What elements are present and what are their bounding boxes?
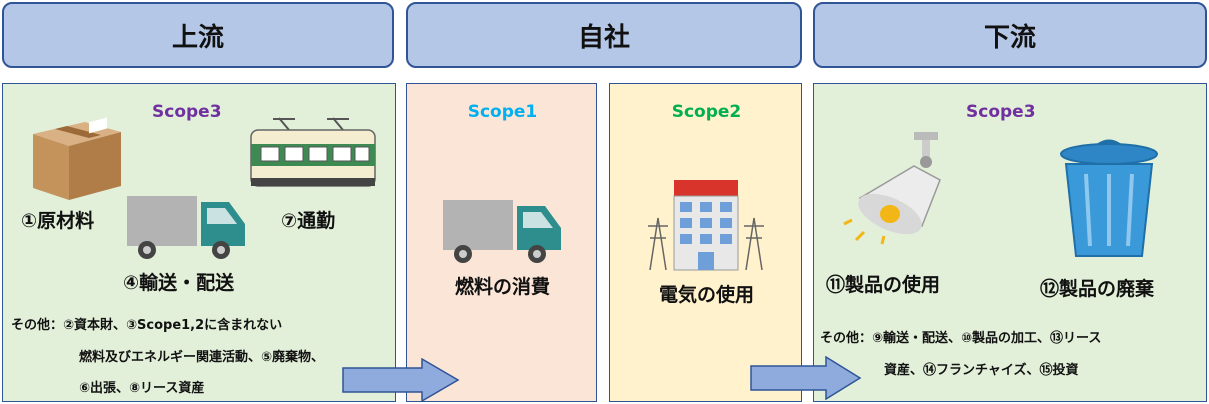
trash-can-icon [1060,139,1158,257]
downstream-other-line-2: 資産、⑭フランチャイズ、⑮投資 [884,363,1079,378]
header-upstream-label: 上流 [171,22,224,53]
flow-arrow-company-to-downstream [750,356,862,400]
product-use-label: ⑪製品の使用 [826,274,941,296]
scope2-label: Scope2 [671,102,742,122]
flow-arrow-upstream-to-company [342,358,460,402]
downstream-other-line-1: その他：⑨輸送・配送、⑩製品の加工、⑬リース [820,331,1102,346]
header-company: 自社 [406,2,802,68]
commuting-label: ⑦通勤 [281,210,336,232]
header-upstream: 上流 [2,2,394,68]
truck-icon [443,200,561,263]
downstream-scope-label: Scope3 [966,102,1036,122]
header-company-label: 自社 [577,22,630,53]
upstream-panel: Scope3 ①原材料 ⑦通勤 ④輸送・配送 その他：②資本財、③Scope1,… [2,83,396,402]
scope1-label: Scope1 [467,102,538,122]
train-icon [250,117,376,187]
cardboard-box-icon [33,117,121,200]
truck-icon [127,196,245,259]
upstream-other-line-2: 燃料及びエネルギー関連活動、⑤廃棄物、 [79,350,325,365]
building-power-icon [648,180,764,271]
upstream-other-line-1: その他：②資本財、③Scope1,2に含まれない [11,318,283,333]
header-downstream-label: 下流 [983,22,1036,53]
product-disposal-label: ⑫製品の廃棄 [1040,278,1155,300]
electricity-use-label: 電気の使用 [658,284,754,306]
upstream-other-line-3: ⑥出張、⑧リース資産 [79,381,205,396]
scope1-panel: Scope1 燃料の消費 [406,83,597,402]
fuel-consumption-label: 燃料の消費 [454,276,550,298]
scope2-panel: Scope2 電気の使用 [609,83,802,402]
lamp-icon [843,132,941,245]
upstream-scope-label: Scope3 [152,102,222,122]
header-downstream: 下流 [813,2,1207,68]
downstream-panel: Scope3 ⑪製品の使用 ⑫製品の廃棄 その他：⑨輸送・配送、⑩製品の加工、⑬… [813,83,1207,402]
transport-label: ④輸送・配送 [123,272,235,294]
raw-materials-label: ①原材料 [21,210,95,232]
